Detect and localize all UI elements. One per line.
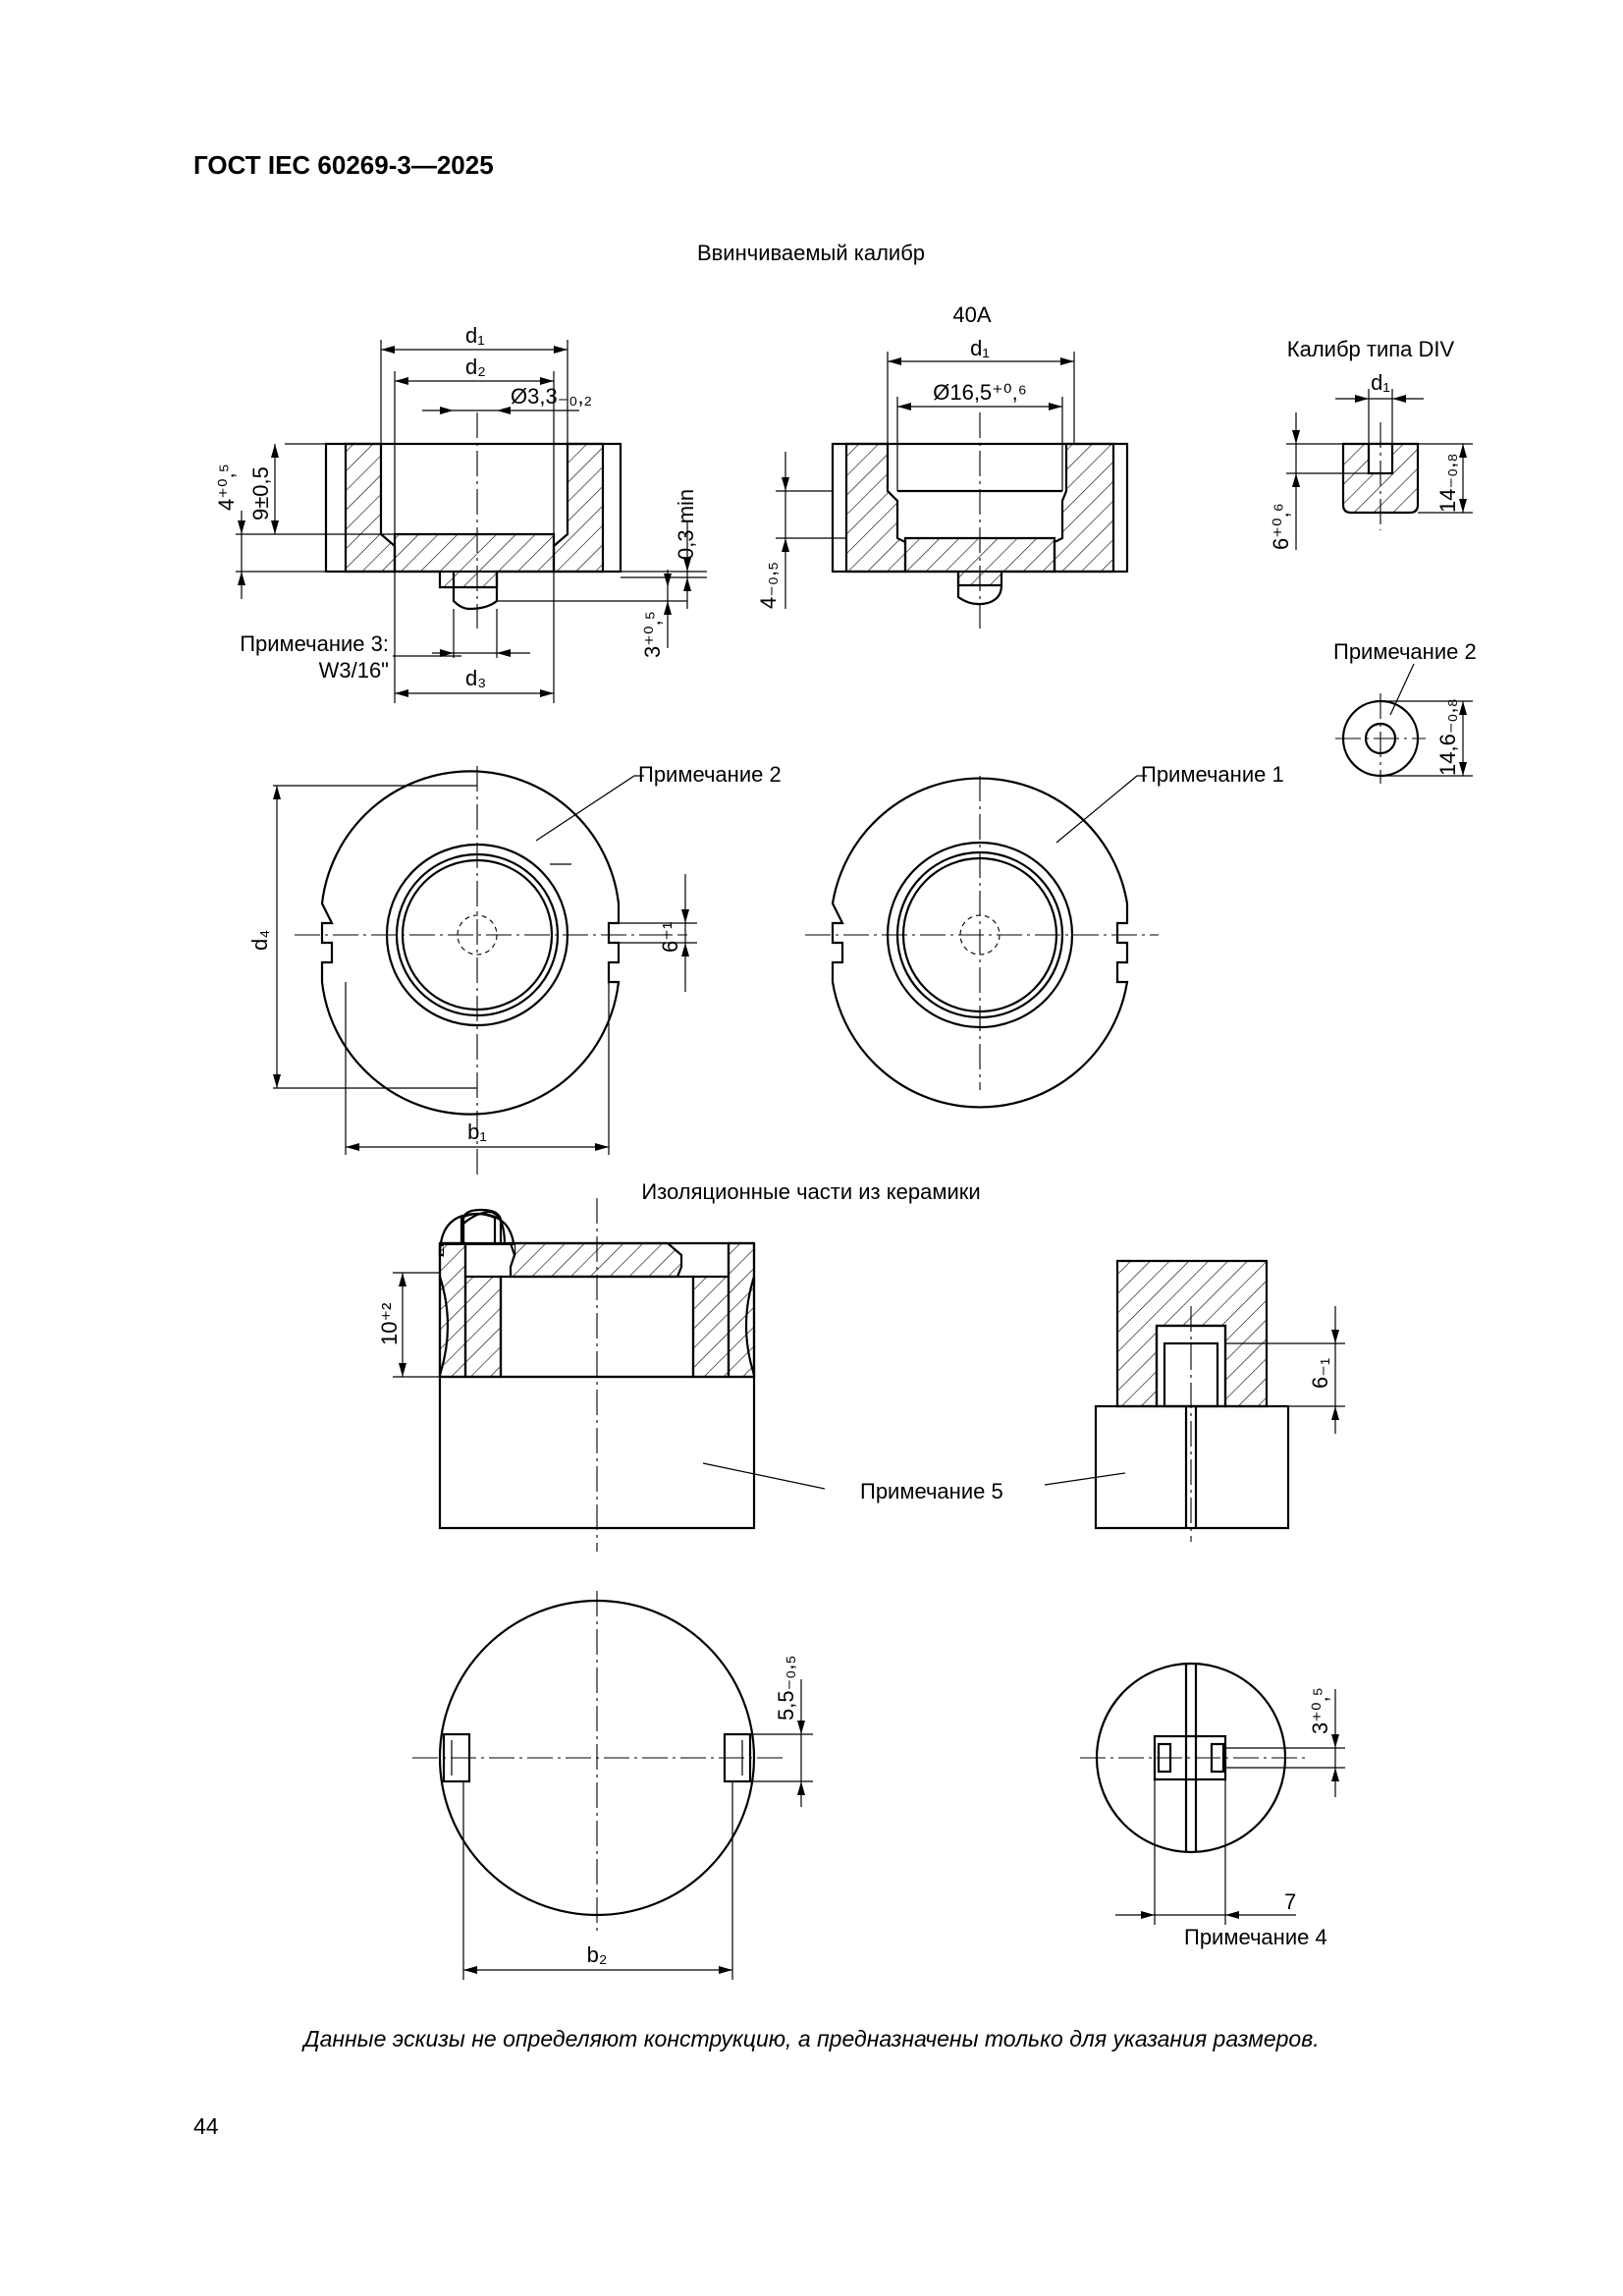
dim-height-4-minus: 4₋₀,₅ — [756, 562, 781, 609]
screw-gauge-title: Ввинчиваемый калибр — [697, 241, 925, 265]
ceramic-plan-left — [412, 1591, 813, 1980]
dim-d2: d₂ — [465, 355, 486, 379]
note2-div-label: Примечание 2 — [1333, 639, 1477, 664]
dim-b1: b₁ — [467, 1120, 487, 1144]
dim-height-3-small: 3⁺⁰,⁵ — [1308, 1687, 1332, 1734]
note2-label: Примечание 2 — [638, 762, 782, 787]
plan-view-right — [805, 775, 1159, 1109]
dim-height-6-div: 6⁺⁰,⁶ — [1269, 503, 1293, 550]
disclaimer-caption: Данные эскизы не определяют конструкцию,… — [303, 2026, 1320, 2051]
plan-view-left — [273, 766, 697, 1178]
ceramic-side-left — [393, 1198, 826, 1552]
dim-diameter-16-5: Ø16,5⁺⁰,⁶ — [933, 380, 1027, 405]
gauge-40a-dims — [776, 352, 1075, 609]
page-number: 44 — [193, 2113, 219, 2139]
dim-diameter-14-6: 14,6₋₀,₈ — [1435, 698, 1460, 776]
dim-d4: d₄ — [247, 930, 272, 951]
ceramic-plan-right — [1080, 1662, 1345, 1925]
screw-gauge-dims — [236, 340, 707, 703]
dim-slot-6: 6⁺¹ — [658, 922, 682, 953]
screw-gauge-section — [324, 412, 622, 629]
dim-height-3-left: 3⁺⁰,⁵ — [640, 611, 665, 658]
note3-label: Примечание 3: — [240, 631, 389, 656]
dim-d1-40a: d₁ — [970, 336, 990, 360]
dim-b2: b₂ — [587, 1942, 608, 1967]
ceramic-title: Изоляционные части из керамики — [641, 1179, 980, 1204]
dim-hole-diameter: Ø3,3₋₀,₂ — [511, 384, 592, 409]
dim-height-4: 4⁺⁰,⁵ — [214, 464, 239, 511]
gauge-40a-section — [831, 412, 1129, 629]
note3-thread: W3/16" — [319, 658, 389, 683]
dim-height-6-minus: 6₋₁ — [1308, 1358, 1332, 1389]
note5-label: Примечание 5 — [860, 1479, 1003, 1503]
document-header: ГОСТ IEC 60269-3—2025 — [193, 150, 494, 180]
dim-height-9: 9±0,5 — [248, 466, 273, 520]
note4-label: Примечание 4 — [1184, 1925, 1327, 1949]
dim-width-7: 7 — [1284, 1889, 1296, 1914]
dim-d1-left: d₁ — [465, 323, 485, 348]
dim-d3: d₃ — [465, 666, 486, 690]
ceramic-side-right — [1044, 1259, 1345, 1542]
dim-d1-div: d₁ — [1371, 370, 1390, 395]
dim-height-14: 14₋₀,₈ — [1435, 454, 1460, 513]
div-gauge-section — [1286, 389, 1473, 784]
dim-0-3-min: 0,3 min — [674, 489, 698, 560]
dim-width-5-5: 5,5₋₀,₅ — [774, 1656, 798, 1721]
dim-height-10: 10⁺² — [377, 1303, 402, 1345]
note1-label: Примечание 1 — [1141, 762, 1284, 787]
div-gauge-title: Калибр типа DIV — [1287, 337, 1455, 361]
variant-40a-title: 40А — [952, 302, 991, 327]
